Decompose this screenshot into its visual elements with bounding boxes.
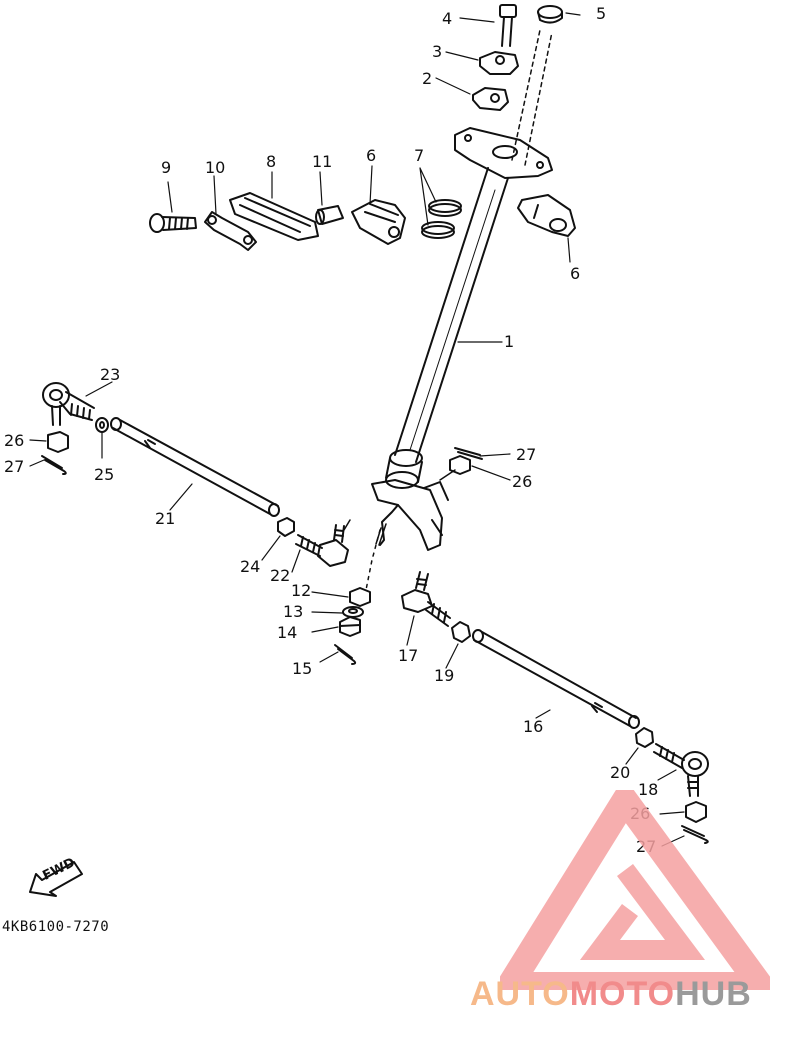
callout-17: 17 — [398, 646, 419, 665]
holder-part-3 — [479, 51, 519, 75]
watermark-moto: MOTO — [569, 975, 676, 1013]
callout-11: 11 — [312, 152, 333, 171]
callout-8: 8 — [266, 152, 277, 171]
washer-part-25 — [95, 417, 109, 433]
collar-part-11 — [315, 205, 344, 225]
callout-18: 18 — [638, 780, 659, 799]
drawing-code: 4KB6100-7270 — [2, 919, 110, 935]
watermark-auto: AUTO — [470, 975, 570, 1013]
nut-part-14 — [339, 616, 361, 637]
callout-26-left: 26 — [4, 431, 25, 450]
bolt-part-4 — [499, 4, 517, 47]
tie-rod-end-part-17 — [401, 571, 451, 627]
tie-rod-end-part-22 — [295, 524, 349, 567]
lock-plate-part-10 — [204, 211, 257, 251]
steering-column-part-1 — [343, 29, 553, 591]
clamp-part-6-left — [351, 199, 406, 245]
callout-20: 20 — [610, 763, 631, 782]
tie-rod-end-part-18 — [653, 743, 709, 797]
bolt-part-9 — [149, 213, 197, 233]
callout-6-left: 6 — [366, 146, 377, 165]
callout-3: 3 — [432, 42, 443, 61]
callout-27-left: 27 — [4, 457, 25, 476]
nut-part-20 — [635, 727, 654, 748]
cotter-pin-part-27-center — [454, 447, 483, 460]
callout-22: 22 — [270, 566, 291, 585]
tie-rod-part-16 — [472, 629, 640, 729]
callout-26-center: 26 — [512, 472, 533, 491]
holder-part-2 — [472, 87, 509, 111]
callout-23: 23 — [100, 365, 121, 384]
nut-part-26-left — [47, 431, 69, 453]
callout-21: 21 — [155, 509, 176, 528]
watermark-hub: HUB — [675, 975, 752, 1013]
nut-part-26-center — [449, 455, 471, 475]
cap-part-5 — [537, 5, 563, 24]
upper-bracket — [454, 127, 553, 179]
nut-part-26-right — [685, 801, 707, 823]
callout-1: 1 — [504, 332, 515, 351]
callout-25: 25 — [94, 465, 115, 484]
callout-27-center: 27 — [516, 445, 537, 464]
washer-part-13 — [342, 606, 364, 618]
callout-4: 4 — [442, 9, 453, 28]
callout-13: 13 — [283, 602, 304, 621]
callout-14: 14 — [277, 623, 298, 642]
watermark-triangle-logo — [500, 790, 770, 990]
callout-19: 19 — [434, 666, 455, 685]
callout-12: 12 — [291, 581, 312, 600]
callout-16: 16 — [523, 717, 544, 736]
clamp-part-6-right — [517, 194, 576, 237]
tie-rod-end-part-23 — [42, 382, 95, 426]
callout-6-right: 6 — [570, 264, 581, 283]
callout-24: 24 — [240, 557, 261, 576]
callout-10: 10 — [205, 158, 226, 177]
leader-lines — [29, 12, 685, 847]
collar-part-12 — [349, 587, 371, 607]
callout-2: 2 — [422, 69, 433, 88]
callout-7: 7 — [414, 146, 425, 165]
bushing-part-7 — [421, 199, 462, 239]
cotter-pin-part-27-left — [41, 455, 67, 475]
forward-arrow-icon — [29, 861, 83, 897]
nut-part-24 — [277, 517, 295, 537]
callout-5: 5 — [596, 4, 607, 23]
tie-rod-part-21 — [110, 417, 280, 517]
watermark-text: AUTOMOTOHUB — [470, 975, 752, 1014]
nut-part-19 — [451, 621, 471, 643]
cotter-pin-part-15 — [334, 644, 357, 665]
callout-15: 15 — [292, 659, 313, 678]
cotter-pin-part-27-right — [681, 825, 709, 844]
callout-9: 9 — [161, 158, 172, 177]
plate-part-8 — [229, 192, 319, 241]
